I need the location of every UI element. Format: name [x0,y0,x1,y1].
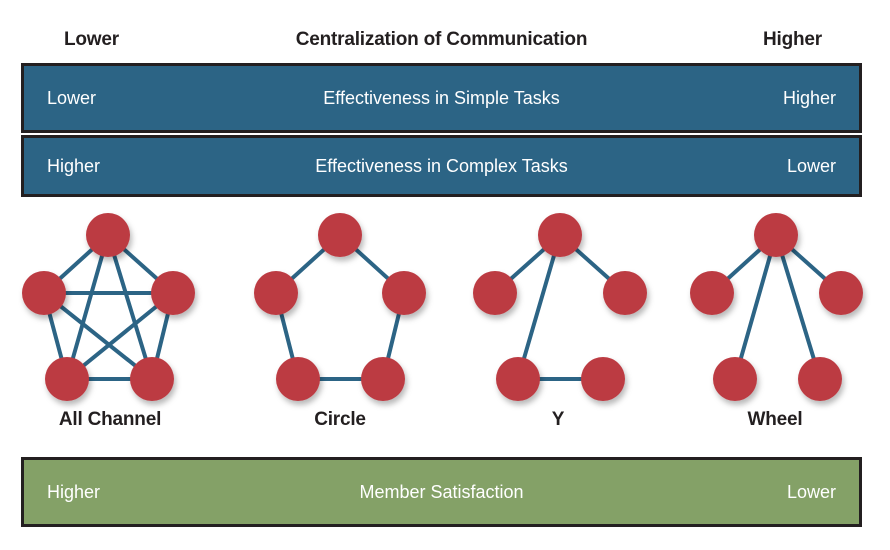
header-title: Centralization of Communication [295,29,588,50]
network-diagrams [0,198,890,413]
network-node-all-channel-left [22,271,66,315]
band-member-left-label: Higher [47,481,101,502]
network-edge-wheel-top-bottom-left [733,233,778,381]
network-node-y-bottom-left [496,357,540,401]
band-member-title: Member Satisfaction [359,481,524,502]
network-node-wheel-left [690,271,734,315]
band-complex-left-label: Higher [47,155,101,176]
network-node-circle-bottom-left [276,357,320,401]
network-captions: All Channel Circle Y Wheel [0,404,890,436]
network-edge-all-channel-top-bottom-right [106,233,154,381]
band-member-right-label: Lower [786,481,836,502]
header-left-label: Lower [64,29,119,50]
band-complex-title: Effectiveness in Complex Tasks [315,155,568,176]
network-node-wheel-bottom-left [713,357,757,401]
network-node-all-channel-right [151,271,195,315]
band-simple-right-label: Higher [782,87,836,108]
band-complex-right-label: Lower [786,155,836,176]
network-node-wheel-top [754,213,798,257]
network-edge-all-channel-right-bottom-left [65,291,175,381]
network-node-circle-right [382,271,426,315]
network-node-all-channel-top [86,213,130,257]
network-diagrams-canvas [22,213,863,401]
network-edge-wheel-top-bottom-right [774,233,822,381]
network-caption-wheel: Wheel [747,409,803,430]
network-node-wheel-bottom-right [798,357,842,401]
network-caption-y: Y [551,409,565,430]
network-node-y-right [603,271,647,315]
network-node-all-channel-bottom-left [45,357,89,401]
network-nodes-layer [22,213,863,401]
band-effectiveness-complex-tasks: Higher Effectiveness in Complex Tasks Lo… [21,135,862,197]
header-row: Lower Centralization of Communication Hi… [21,22,862,58]
band-effectiveness-simple-tasks: Lower Effectiveness in Simple Tasks High… [21,63,862,133]
network-node-circle-top [318,213,362,257]
network-node-wheel-right [819,271,863,315]
band-simple-left-label: Lower [47,87,97,108]
band-simple-title: Effectiveness in Simple Tasks [323,87,560,108]
network-node-y-top [538,213,582,257]
network-caption-circle: Circle [314,409,366,430]
band-member-satisfaction: Higher Member Satisfaction Lower [21,457,862,527]
network-node-y-bottom-right [581,357,625,401]
network-edge-all-channel-left-bottom-right [42,291,154,381]
network-node-all-channel-bottom-right [130,357,174,401]
network-node-circle-bottom-right [361,357,405,401]
network-edge-all-channel-top-bottom-left [65,233,110,381]
network-caption-all-channel: All Channel [58,409,162,430]
network-edge-y-top-bottom-left [516,233,562,381]
network-node-y-left [473,271,517,315]
network-node-circle-left [254,271,298,315]
header-right-label: Higher [763,29,822,50]
